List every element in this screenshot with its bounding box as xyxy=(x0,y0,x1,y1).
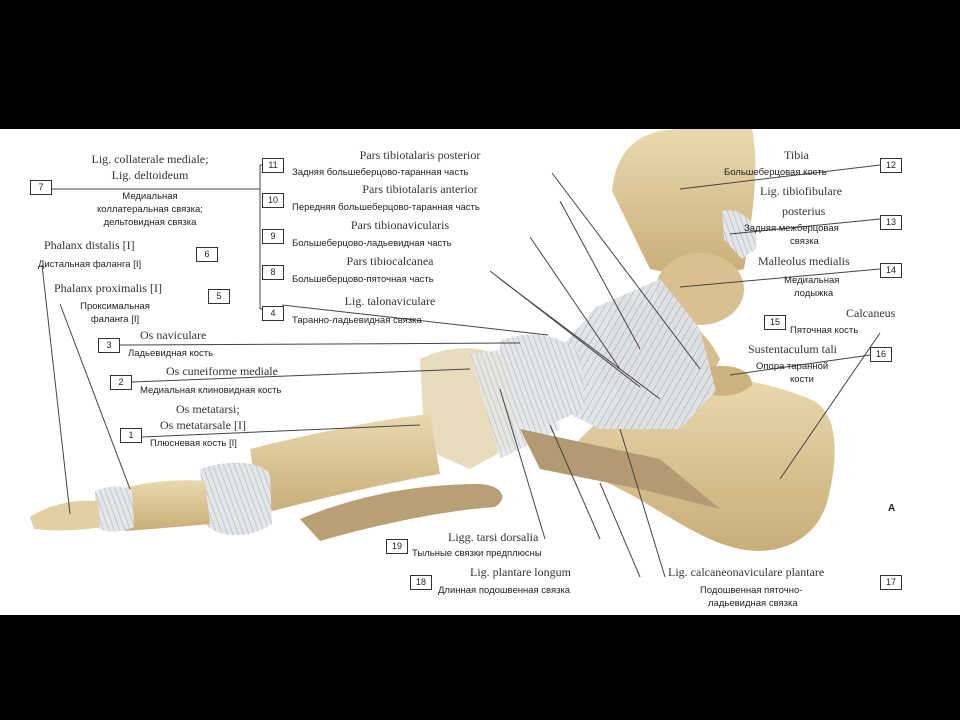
label-latin-4: Lig. talonaviculare xyxy=(344,294,436,308)
label-russian-2: Медиальная клиновидная кость xyxy=(140,385,282,396)
label-russian2-17: ладьевидная связка xyxy=(708,598,798,609)
label-latin-15: Calcaneus xyxy=(846,306,896,320)
long-plantar-ligament xyxy=(520,429,720,509)
label-number-11: 11 xyxy=(262,158,284,173)
label-russian-1: Плюсневая кость [I] xyxy=(150,438,237,449)
label-russian-11: Задняя большеберцово-таранная часть xyxy=(292,167,469,178)
label-latin-16: Sustentaculum tali xyxy=(748,342,837,356)
label-latin-6: Phalanx distalis [I] xyxy=(44,238,135,252)
label-number-12: 12 xyxy=(880,158,902,173)
label-number-16: 16 xyxy=(870,347,892,362)
label-russian-4: Таранно-ладьевидная связка xyxy=(292,315,422,326)
label-russian-17: Подошвенная пяточно- xyxy=(700,585,803,596)
label-number-3: 3 xyxy=(98,338,120,353)
first-metatarsal-bone xyxy=(250,414,440,514)
label-russian-7: Медиальная xyxy=(122,191,178,202)
distal-phalanx-bone xyxy=(30,500,100,531)
label-number-14: 14 xyxy=(880,263,902,278)
label-russian-14: Медиальная xyxy=(784,275,840,286)
label-latin-5: Phalanx proximalis [I] xyxy=(54,281,162,295)
label-number-5: 5 xyxy=(208,289,230,304)
label-latin-1: Os metatarsi; xyxy=(176,402,240,416)
label-latin-11: Pars tibiotalaris posterior xyxy=(359,148,481,162)
label-latin-2: Os cuneiforme mediale xyxy=(166,364,278,378)
label-latin-14: Malleolus medialis xyxy=(758,254,850,268)
label-russian-6: Дистальная фаланга [I] xyxy=(38,259,142,270)
label-russian-12: Большеберцовая кость xyxy=(724,167,827,178)
label-number-1: 1 xyxy=(120,428,142,443)
label-number-8: 8 xyxy=(262,265,284,280)
label-russian2-5: фаланга [I] xyxy=(90,314,140,325)
label-latin-8: Pars tibiocalcanea xyxy=(346,254,434,268)
label-number-10: 10 xyxy=(262,193,284,208)
label-russian3-7: дельтовидная связка xyxy=(103,217,197,228)
label-russian-13: Задняя межберцовая xyxy=(744,223,839,234)
label-latin-19: Ligg. tarsi dorsalia xyxy=(448,530,539,544)
label-number-2: 2 xyxy=(110,375,132,390)
label-latin-3: Os naviculare xyxy=(140,328,207,342)
label-russian2-16: кости xyxy=(790,374,814,385)
label-russian-10: Передняя большеберцово-таранная часть xyxy=(292,202,480,213)
label-russian-16: Опора таранной xyxy=(756,361,829,372)
label-latin-18: Lig. plantare longum xyxy=(470,565,571,579)
label-latin-7: Lig. collaterale mediale; xyxy=(91,152,209,166)
label-number-7: 7 xyxy=(30,180,52,195)
diagram-slide: 7 Lig. collaterale mediale; Lig. deltoid… xyxy=(0,129,960,615)
label-number-13: 13 xyxy=(880,215,902,230)
label-latin-17: Lig. calcaneonaviculare plantare xyxy=(668,565,825,579)
label-number-19: 19 xyxy=(386,539,408,554)
label-russian-15: Пяточная кость xyxy=(790,325,859,336)
label-russian-8: Большеберцово-пяточная часть xyxy=(292,274,434,285)
label-latin2-1: Os metatarsale [I] xyxy=(160,418,246,432)
label-russian-18: Длинная подошвенная связка xyxy=(438,585,571,596)
label-latin2-7: Lig. deltoideum xyxy=(111,168,189,182)
label-russian-5: Проксимальная xyxy=(80,301,150,312)
label-number-4: 4 xyxy=(262,306,284,321)
label-latin-13: Lig. tibiofibulare xyxy=(760,184,842,198)
label-russian-9: Большеберцово-ладьевидная часть xyxy=(292,238,452,249)
deltoid-ligament xyxy=(540,279,716,429)
label-russian2-14: лодыжка xyxy=(794,288,834,299)
label-russian-19: Тыльные связки предплюсны xyxy=(412,548,542,559)
label-number-15: 15 xyxy=(764,315,786,330)
proximal-phalanx-bone xyxy=(120,480,210,531)
foot-illustration xyxy=(30,129,881,578)
label-latin2-13: posterius xyxy=(782,204,826,218)
label-latin-10: Pars tibiotalaris anterior xyxy=(362,182,478,196)
label-number-9: 9 xyxy=(262,229,284,244)
label-number-18: 18 xyxy=(410,575,432,590)
label-latin-9: Pars tibionavicularis xyxy=(350,218,450,232)
label-russian-3: Ладьевидная кость xyxy=(128,348,214,359)
label-number-6: 6 xyxy=(196,247,218,262)
label-latin-12: Tibia xyxy=(784,148,809,162)
label-russian2-7: коллатеральная связка; xyxy=(97,204,203,215)
label-russian2-13: связка xyxy=(790,236,819,247)
panel-letter: A xyxy=(888,503,896,514)
label-number-17: 17 xyxy=(880,575,902,590)
tibia-bone xyxy=(612,129,756,279)
